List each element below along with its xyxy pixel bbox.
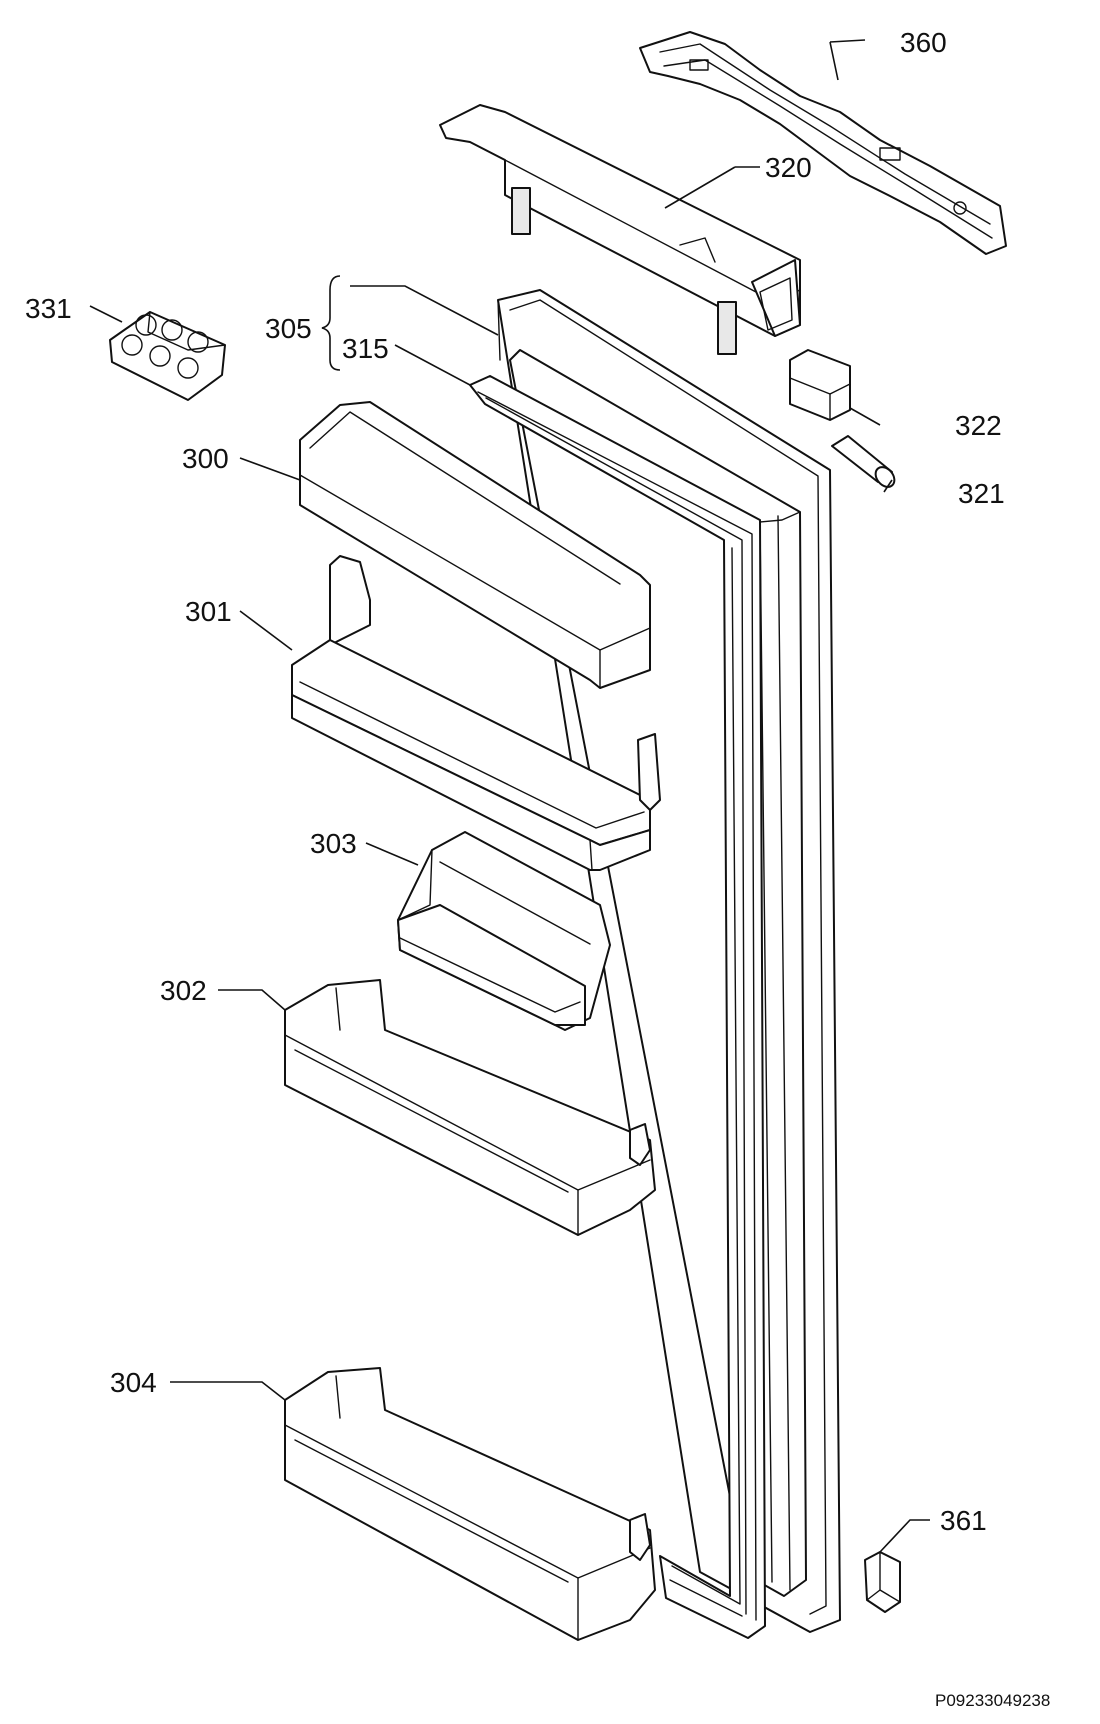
leader-303 [365,842,419,866]
document-reference: P09233049238 [935,1691,1050,1710]
leader-315 [394,344,471,386]
leader-lines [89,39,930,1553]
callout-320: 320 [765,152,812,183]
part-360-hinge-bracket [639,31,1007,255]
leader-302 [218,989,286,1011]
callout-304: 304 [110,1367,157,1398]
part-315-door-gasket [469,375,766,1639]
part-301-upper-shelf [291,555,661,871]
callout-labels: 360 320 331 305 315 322 321 300 301 303 … [25,27,1005,1536]
part-304-lower-shelf [284,1367,656,1641]
leader-360 [829,39,866,81]
leader-331 [89,305,123,323]
leader-321 [883,479,893,493]
part-303-small-holder [397,831,611,1031]
leader-305-brace [321,275,341,371]
leader-301 [239,610,293,651]
callout-331: 331 [25,293,72,324]
leader-320 [664,166,760,209]
leader-305 [350,285,499,336]
leader-322 [849,407,881,426]
leader-361 [879,1519,930,1553]
callout-300: 300 [182,443,229,474]
part-322-hinge-cap [789,349,851,421]
part-321-hinge-bush [831,435,896,488]
callout-315: 315 [342,333,389,364]
callout-360: 360 [900,27,947,58]
leader-304 [170,1381,286,1401]
callout-361: 361 [940,1505,987,1536]
part-331-egg-tray [109,311,226,401]
part-302-middle-shelf [284,979,656,1236]
callout-303: 303 [310,828,357,859]
callout-305: 305 [265,313,312,344]
part-320-top-cover [439,104,801,355]
callout-301: 301 [185,596,232,627]
part-300-dairy-lid [299,401,651,689]
part-361-lower-hinge-cover [864,1551,901,1613]
callout-321: 321 [958,478,1005,509]
callout-322: 322 [955,410,1002,441]
leader-300 [239,457,301,481]
callout-302: 302 [160,975,207,1006]
